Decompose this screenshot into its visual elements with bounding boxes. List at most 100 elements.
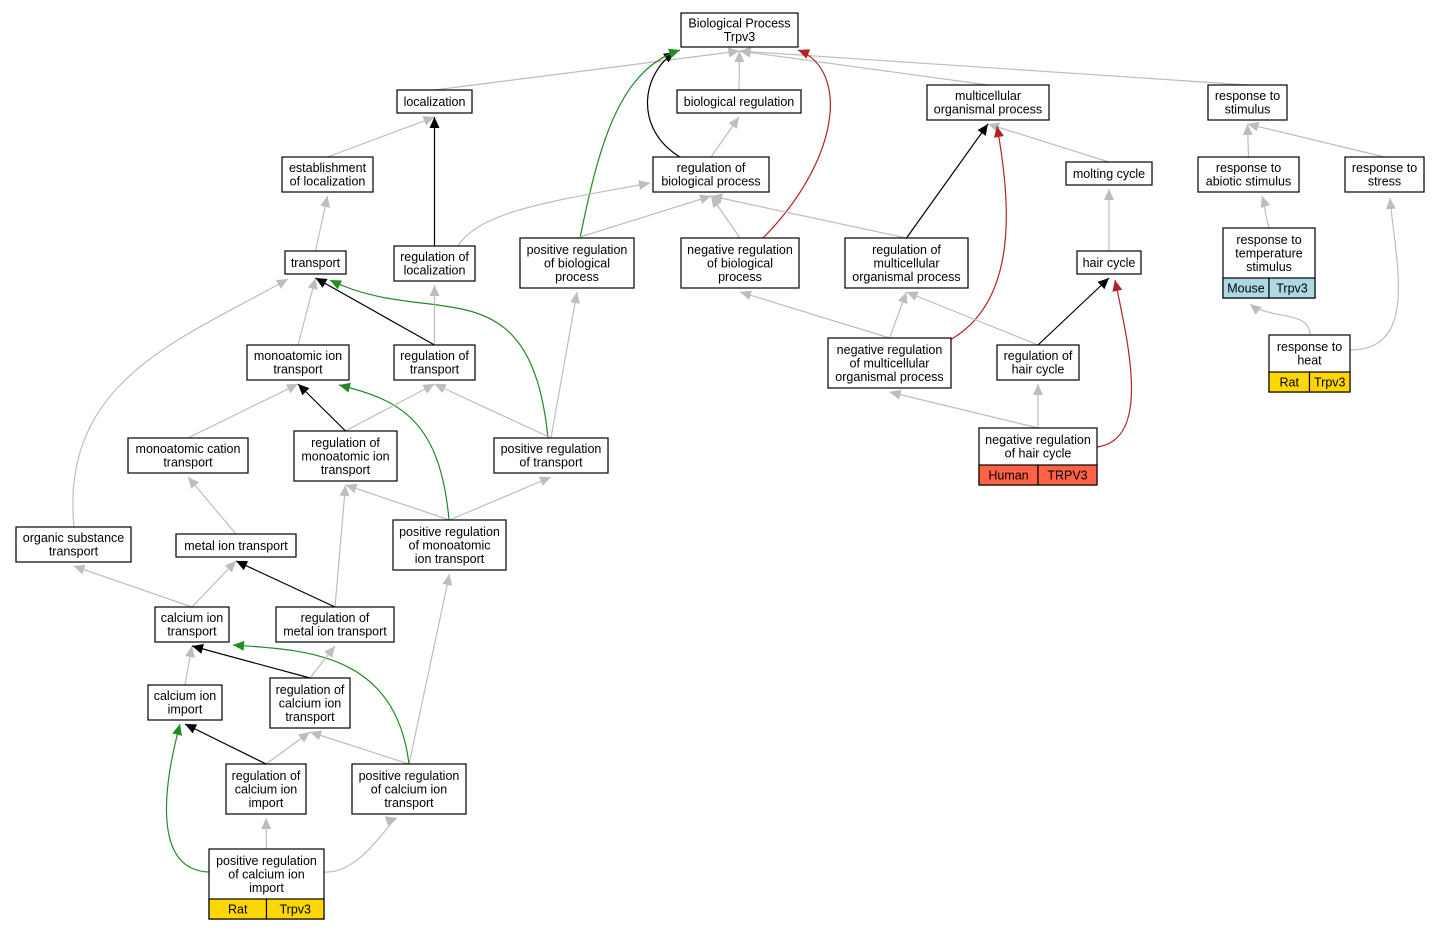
annotation-label: Trpv3 xyxy=(1276,281,1308,295)
edge-is-a xyxy=(1033,384,1043,428)
node-label-line: stress xyxy=(1368,175,1401,189)
edge-line xyxy=(906,123,989,239)
node-label-line: hair cycle xyxy=(1083,256,1136,270)
edge-arrowhead xyxy=(442,574,453,586)
node-label-line: organismal process xyxy=(852,270,960,284)
edge-line xyxy=(1247,123,1385,158)
edge-is-a xyxy=(314,195,331,252)
edge-line xyxy=(550,291,578,439)
edge-arrowhead xyxy=(734,51,745,63)
node-label-line: hair cycle xyxy=(1012,363,1065,377)
edge-arrowhead xyxy=(727,47,740,58)
edge-arrowhead xyxy=(1250,304,1262,315)
edge-is-a xyxy=(187,476,237,535)
edge-arrowhead xyxy=(570,292,580,304)
edge-is-a xyxy=(72,278,289,528)
edge-line xyxy=(949,125,1007,341)
edge-is-a xyxy=(889,389,1039,429)
node-box xyxy=(127,437,249,474)
node-metal-ion-transport[interactable]: metal ion transport xyxy=(175,533,297,558)
node-label-line: of biological xyxy=(544,256,610,270)
node-molting-cycle[interactable]: molting cycle xyxy=(1065,161,1153,186)
node-label-line: calcium ion xyxy=(279,696,342,710)
edge-line xyxy=(323,817,398,873)
edge-line xyxy=(434,50,740,91)
edge-line xyxy=(345,484,450,521)
edge-is-a xyxy=(739,46,1248,86)
node-label-line: metal ion transport xyxy=(184,539,288,553)
edge-arrowhead xyxy=(233,640,245,651)
node-hair-cycle[interactable]: hair cycle xyxy=(1076,250,1142,275)
node-label-line: of calcium ion xyxy=(228,867,304,881)
node-label-line: of localization xyxy=(290,175,366,189)
edge-arrowhead xyxy=(285,384,298,394)
edge-arrowhead xyxy=(638,180,650,190)
edge-regulates xyxy=(1037,277,1110,346)
node-box xyxy=(393,245,476,282)
edge-arrowhead xyxy=(889,389,902,400)
edge-is-a xyxy=(710,193,907,239)
node-localization[interactable]: localization xyxy=(396,89,473,114)
node-biological-regulation[interactable]: biological regulation xyxy=(676,89,802,114)
edge-arrowhead xyxy=(1104,189,1114,200)
edge-arrowhead xyxy=(298,732,310,743)
edge-line xyxy=(235,560,336,608)
edge-arrowhead xyxy=(73,564,86,575)
edge-line xyxy=(647,51,681,158)
node-label-line: calcium ion xyxy=(154,689,217,703)
node-label-line: heat xyxy=(1297,354,1322,368)
edge-is-a xyxy=(576,194,712,239)
node-label-line: regulation of xyxy=(400,349,469,363)
node-box xyxy=(519,237,635,289)
edge-is-a xyxy=(187,383,299,439)
edge-arrowhead xyxy=(275,279,288,289)
edge-arrowhead xyxy=(1242,124,1253,136)
node-label-line: of monoatomic xyxy=(409,538,491,552)
edge-arrowhead xyxy=(422,116,435,126)
edge-regulates xyxy=(647,51,681,158)
annotation-label: Rat xyxy=(1280,375,1300,389)
node-label-line: import xyxy=(249,881,284,895)
edge-is-a xyxy=(550,291,580,439)
edge-line xyxy=(906,291,1039,346)
edge-arrowhead xyxy=(1097,278,1109,290)
node-transport[interactable]: transport xyxy=(284,250,347,275)
edge-regulates xyxy=(315,277,435,346)
edge-arrowhead xyxy=(307,278,318,290)
edge-arrowhead xyxy=(711,193,723,204)
edge-arrowhead xyxy=(324,646,335,658)
edge-arrowhead xyxy=(172,724,182,736)
node-label-line: organismal process xyxy=(934,103,1042,117)
